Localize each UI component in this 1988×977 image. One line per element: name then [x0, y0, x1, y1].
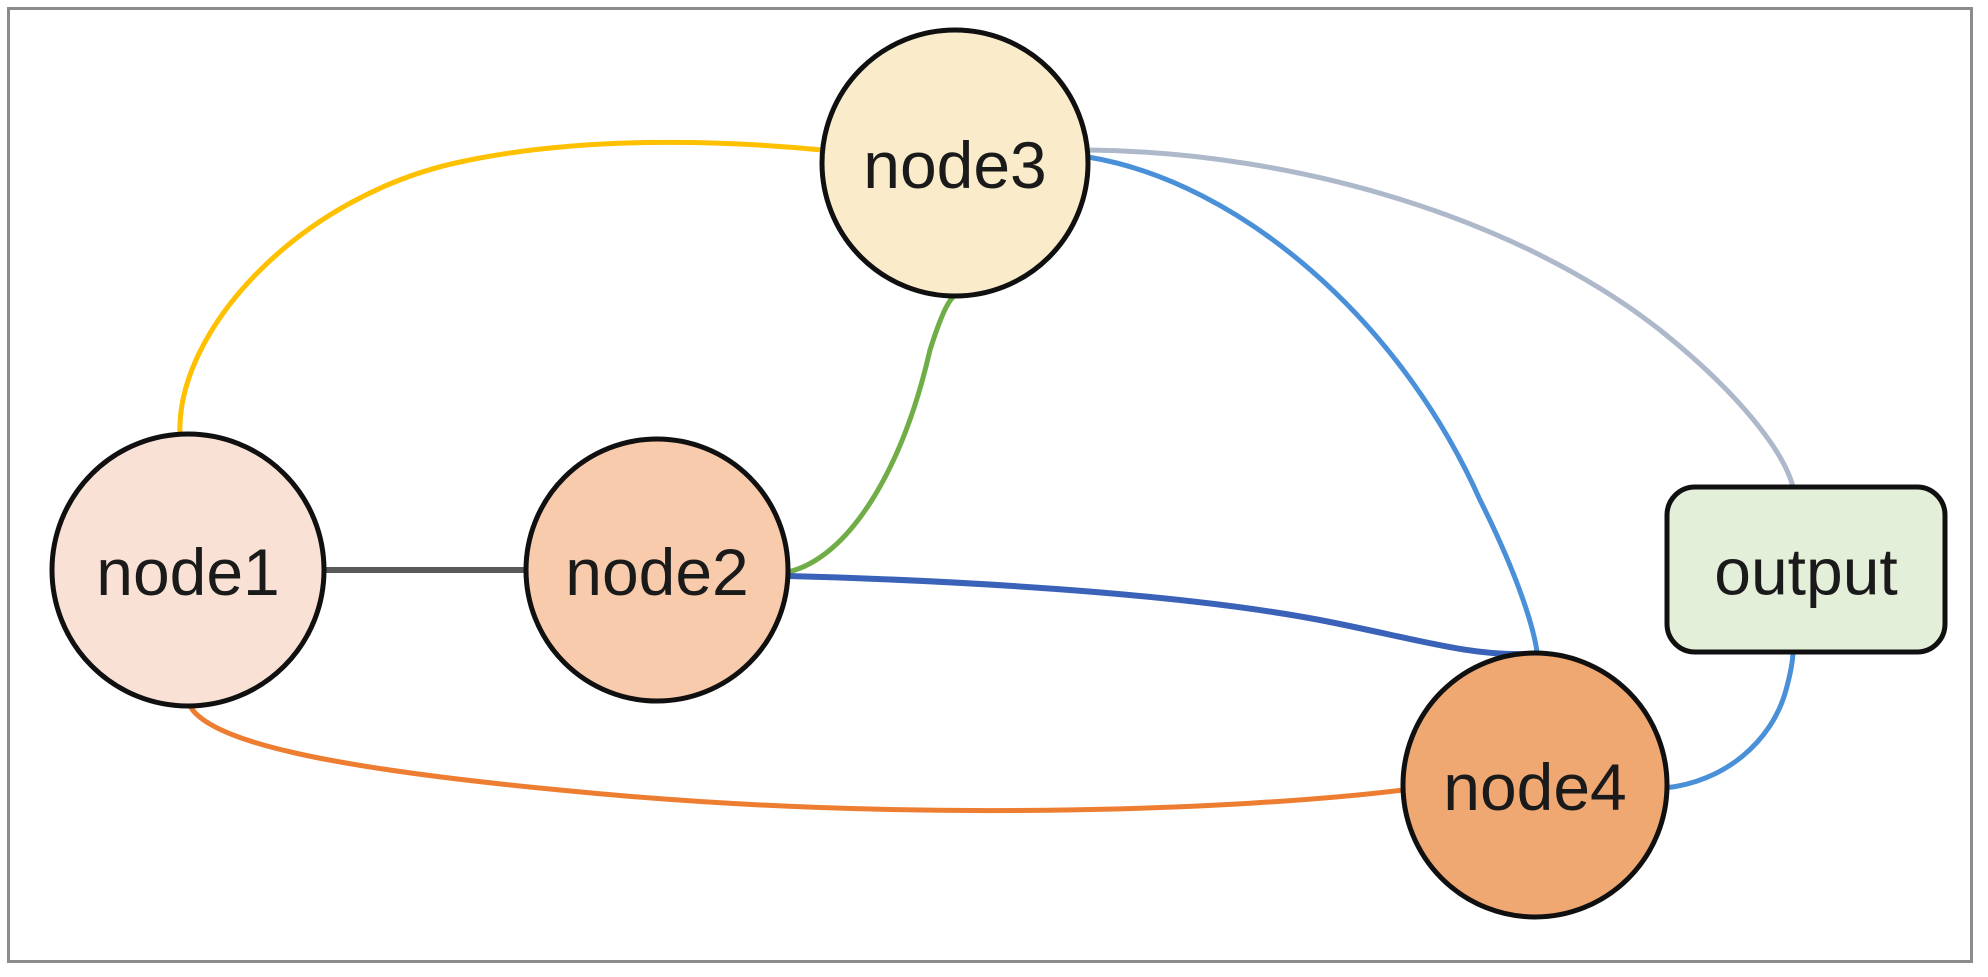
node-node1-label: node1 — [96, 535, 280, 609]
node-node4-label: node4 — [1443, 750, 1627, 824]
node-node3-label: node3 — [863, 128, 1047, 202]
node-node4[interactable]: node4 — [1400, 650, 1670, 920]
node-output[interactable]: output — [1664, 484, 1948, 655]
edge-node1-node4[interactable] — [187, 703, 1406, 814]
node-node1[interactable]: node1 — [49, 431, 327, 709]
node-output-rect[interactable] — [1664, 484, 1948, 655]
node-node3-circle[interactable] — [819, 27, 1091, 299]
node-node3[interactable]: node3 — [819, 27, 1091, 299]
node-node2[interactable]: node2 — [523, 436, 791, 704]
edge-node3-node4[interactable] — [1085, 154, 1540, 655]
edge-node3-output[interactable] — [1084, 147, 1796, 490]
edges-layer — [177, 139, 1796, 814]
node-node2-circle[interactable] — [523, 436, 791, 704]
edge-node2-node4[interactable] — [785, 573, 1531, 658]
node-output-label: output — [1714, 535, 1898, 609]
edge-node1-node3[interactable] — [177, 139, 825, 437]
node-node2-label: node2 — [565, 535, 749, 609]
edge-node2-node3[interactable] — [785, 293, 957, 575]
nodes-layer: node1 node2 node3 node4 output — [49, 27, 1948, 920]
edge-node4-output[interactable] — [1662, 648, 1796, 791]
node-node4-circle[interactable] — [1400, 650, 1670, 920]
node-node1-circle[interactable] — [49, 431, 327, 709]
